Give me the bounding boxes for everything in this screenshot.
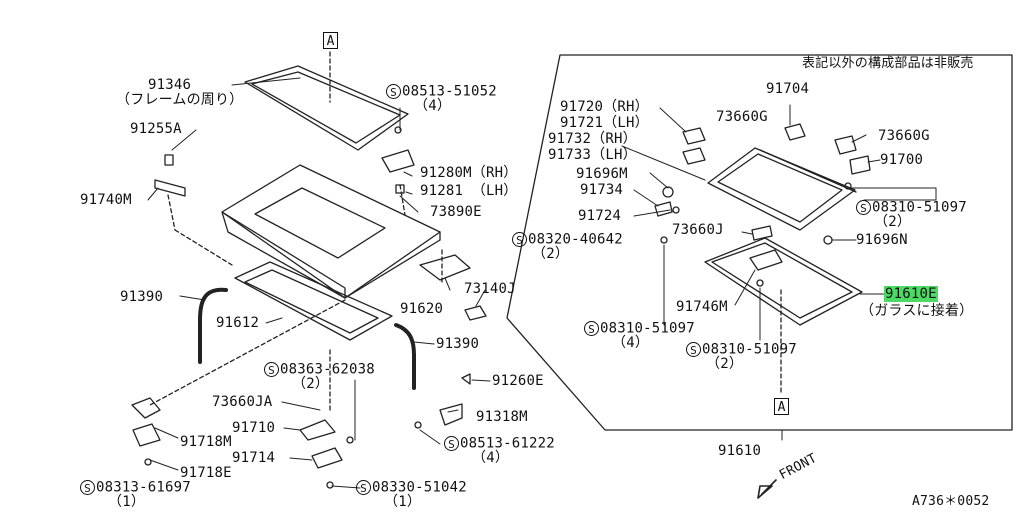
glass-seal xyxy=(704,237,863,326)
label-91281: 91281 （LH） xyxy=(420,183,518,199)
label-91704: 91704 xyxy=(766,81,810,97)
label-91390-left: 91390 xyxy=(120,289,164,305)
label-91696M: 91696M xyxy=(576,166,628,182)
drain-hose-right xyxy=(394,323,416,390)
label-91740M: 91740M xyxy=(80,192,132,208)
label-91346-note: （フレームの周り） xyxy=(116,92,244,108)
label-91612: 91612 xyxy=(216,315,260,331)
ref-box-top: A xyxy=(323,32,338,49)
qty-08313-61697: （1） xyxy=(108,494,146,510)
label-91280M: 91280M（RH） xyxy=(420,165,518,181)
qty-08513-51052: （4） xyxy=(414,98,452,114)
label-91733: 91733（LH） xyxy=(548,147,637,163)
label-91390-right: 91390 xyxy=(436,336,480,352)
qty-08310-51097-b: （4） xyxy=(612,335,650,351)
lower-frame xyxy=(234,261,393,341)
label-91732: 91732（RH） xyxy=(548,131,637,147)
label-91718E: 91718E xyxy=(180,465,232,481)
label-91720: 91720（RH） xyxy=(560,99,649,115)
front-arrow xyxy=(757,479,777,499)
label-91610E: 91610E xyxy=(884,286,938,302)
highlighted-part-number[interactable]: 91610E xyxy=(884,286,938,302)
label-91346: 91346 xyxy=(148,77,192,93)
label-91318M: 91318M xyxy=(476,409,528,425)
sunroof-housing xyxy=(221,164,441,299)
label-91610E-note: （ガラスに接着） xyxy=(860,303,974,319)
qty-08330-51042: （1） xyxy=(384,494,422,510)
label-91610: 91610 xyxy=(718,443,762,459)
label-91746M: 91746M xyxy=(676,299,728,315)
label-91255A: 91255A xyxy=(130,121,182,137)
label-73140J: 73140J xyxy=(464,281,516,297)
qty-08310-51097-c: （2） xyxy=(706,356,744,372)
label-91700: 91700 xyxy=(880,152,924,168)
label-73660G-right: 73660G xyxy=(878,128,930,144)
label-91714: 91714 xyxy=(232,450,276,466)
label-91620: 91620 xyxy=(400,301,444,317)
figure-code: A736＊0052 xyxy=(912,494,990,509)
label-91724: 91724 xyxy=(578,208,622,224)
qty-08513-61222: （4） xyxy=(472,450,510,466)
label-73660JA: 73660JA xyxy=(212,394,273,410)
drain-hose-left xyxy=(198,287,228,364)
ref-box-bottom: A xyxy=(774,398,789,415)
qty-08363-62038: （2） xyxy=(292,376,330,392)
qty-08310-51097-a: （2） xyxy=(874,214,912,230)
label-91260E: 91260E xyxy=(492,373,544,389)
label-73660J: 73660J xyxy=(672,222,724,238)
subassembly-frame xyxy=(506,54,1013,431)
label-91734: 91734 xyxy=(580,182,624,198)
sunshade xyxy=(707,147,857,231)
qty-08320-40642: （2） xyxy=(532,246,570,262)
small-parts-right xyxy=(654,123,871,287)
small-parts-left xyxy=(131,126,487,489)
header-note: 表記以外の構成部品は非販売 xyxy=(802,56,974,71)
label-91696N: 91696N xyxy=(856,232,908,248)
assembly-leaders xyxy=(149,184,443,411)
label-73890E: 73890E xyxy=(430,204,482,220)
leader-lines xyxy=(147,77,937,489)
label-91710: 91710 xyxy=(232,420,276,436)
label-73660G-left: 73660G xyxy=(716,109,768,125)
glass-panel xyxy=(244,65,409,151)
label-91721: 91721（LH） xyxy=(560,115,649,131)
bolt-symbol: S xyxy=(386,84,401,99)
label-91718M: 91718M xyxy=(180,434,232,450)
